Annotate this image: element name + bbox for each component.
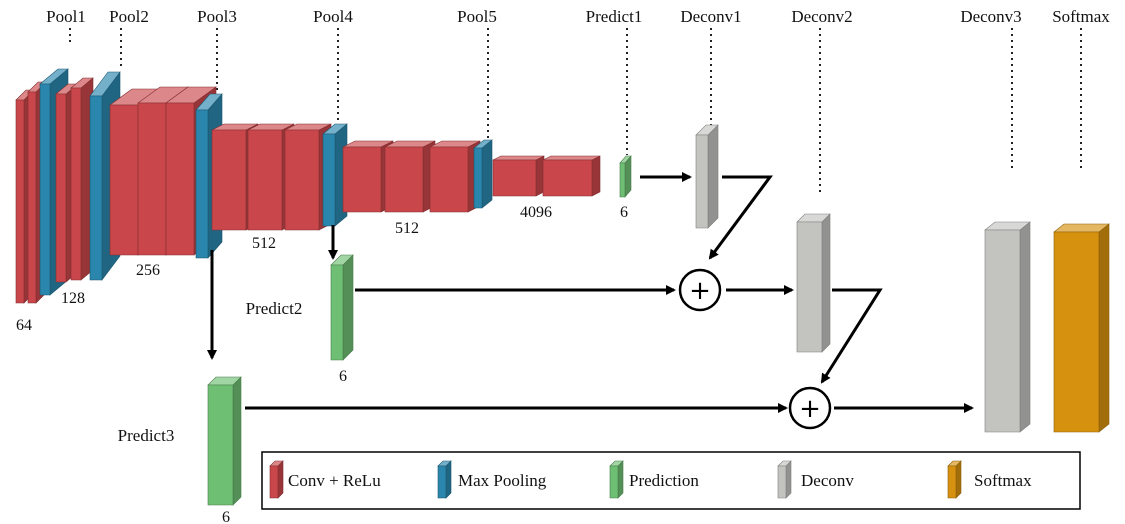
channels-4096: 4096 bbox=[520, 204, 552, 221]
arrow-deconv1-to-sum1 bbox=[708, 175, 773, 260]
legend-swatch-softmax bbox=[947, 460, 962, 499]
label-predict2: Predict2 bbox=[246, 299, 303, 318]
sum-symbol: + bbox=[799, 394, 821, 424]
legend-label-deconv: Deconv bbox=[801, 471, 854, 490]
channels-predict3: 6 bbox=[222, 509, 230, 524]
pool-block bbox=[473, 139, 493, 209]
channels-128: 128 bbox=[61, 290, 85, 307]
label-predict3: Predict3 bbox=[118, 426, 175, 445]
channels-512-a: 512 bbox=[252, 235, 276, 252]
fc-block bbox=[542, 155, 601, 197]
label-softmax: Softmax bbox=[1052, 7, 1110, 26]
label-pool5: Pool5 bbox=[457, 7, 497, 26]
channels-predict1: 6 bbox=[620, 204, 628, 221]
label-deconv2: Deconv2 bbox=[791, 7, 852, 26]
legend: Conv + ReLu Max Pooling Prediction Decon… bbox=[261, 451, 1081, 510]
sum-symbol: + bbox=[689, 276, 711, 306]
channels-predict2: 6 bbox=[339, 368, 347, 385]
legend-frame bbox=[261, 451, 1081, 510]
legend-label-pool: Max Pooling bbox=[458, 471, 547, 490]
label-pool1: Pool1 bbox=[46, 7, 86, 26]
deconv1-block bbox=[695, 124, 719, 229]
layer-labels: Pool1 Pool2 Pool3 Pool4 Pool5 Predict1 D… bbox=[46, 7, 1110, 445]
channels-512-b: 512 bbox=[395, 220, 419, 237]
predict1-block bbox=[619, 155, 632, 198]
channels-64: 64 bbox=[16, 317, 32, 334]
label-leader-lines bbox=[69, 28, 1082, 195]
label-deconv3: Deconv3 bbox=[960, 7, 1021, 26]
flow-arrows bbox=[207, 172, 974, 413]
conv-block bbox=[384, 140, 436, 213]
label-predict1: Predict1 bbox=[586, 7, 643, 26]
legend-label-conv: Conv + ReLu bbox=[288, 471, 381, 490]
deconv2-block bbox=[796, 213, 831, 353]
label-deconv1: Deconv1 bbox=[680, 7, 741, 26]
label-pool3: Pool3 bbox=[197, 7, 237, 26]
deconv3-block bbox=[984, 221, 1031, 433]
conv-block bbox=[429, 140, 481, 213]
arrow-deconv2-to-sum2 bbox=[820, 288, 883, 384]
legend-label-softmax: Softmax bbox=[974, 471, 1032, 490]
legend-swatch-deconv bbox=[777, 460, 792, 499]
legend-swatch-pool bbox=[437, 460, 452, 499]
label-pool4: Pool4 bbox=[313, 7, 353, 26]
channel-labels: 64 128 256 512 512 4096 6 6 6 bbox=[16, 204, 628, 524]
legend-swatches bbox=[269, 460, 962, 499]
sum-node-1: + bbox=[678, 268, 722, 312]
channels-256: 256 bbox=[136, 262, 160, 279]
fc-block bbox=[492, 155, 545, 197]
sum-node-2: + bbox=[788, 386, 832, 430]
legend-swatch-conv bbox=[269, 460, 284, 499]
predict2-block bbox=[330, 254, 354, 361]
softmax-block bbox=[1053, 223, 1110, 433]
label-pool2: Pool2 bbox=[109, 7, 149, 26]
network-blocks bbox=[15, 68, 1110, 506]
legend-label-prediction: Prediction bbox=[629, 471, 699, 490]
predict3-block bbox=[207, 376, 242, 506]
legend-swatch-prediction bbox=[609, 460, 624, 499]
